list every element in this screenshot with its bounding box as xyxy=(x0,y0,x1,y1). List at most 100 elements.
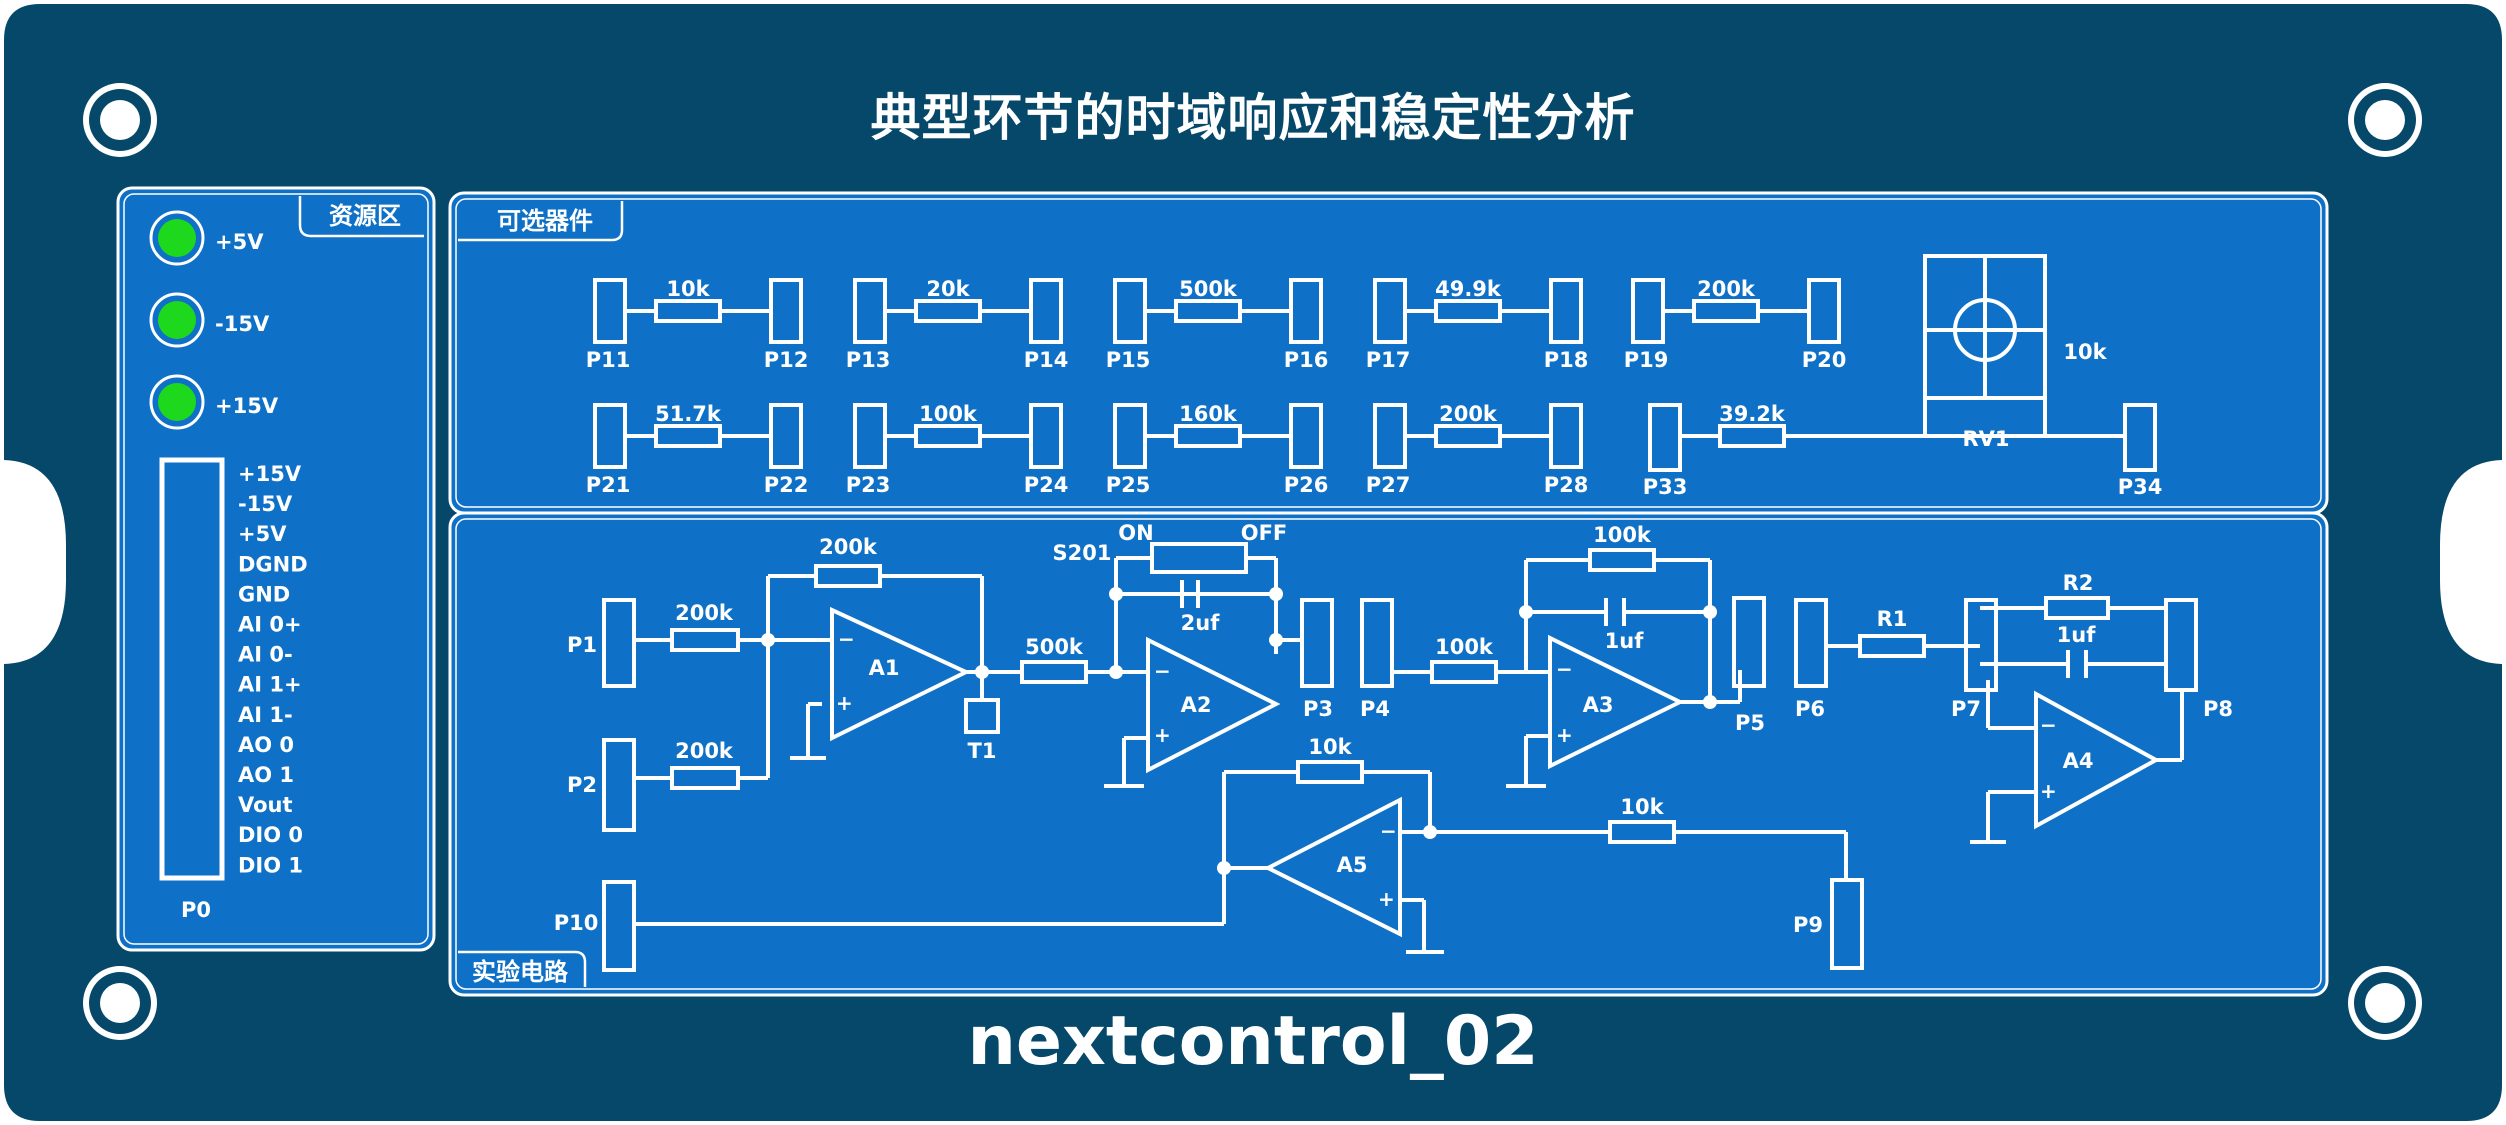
circuit-capacitors xyxy=(1180,580,2088,678)
resistor-value: 200k xyxy=(675,601,734,625)
port-label: P11 xyxy=(586,348,631,372)
resistor-value: 500k xyxy=(1025,635,1084,659)
switch-on-label: ON xyxy=(1118,521,1153,545)
pin-label: AI 0- xyxy=(238,643,293,667)
port-p3[interactable] xyxy=(1300,598,1334,688)
resource-tag: 资源区 xyxy=(329,202,401,230)
capacitor-value: 1uf xyxy=(2057,623,2097,647)
port-p9[interactable] xyxy=(1830,878,1864,970)
resistor-value: 51.7k xyxy=(655,402,722,426)
pin-label: Vout xyxy=(238,793,293,817)
port-label: P27 xyxy=(1366,473,1411,497)
port-p6[interactable] xyxy=(1794,598,1828,688)
junction-dots xyxy=(761,587,1717,875)
resistor-value: 500k xyxy=(1179,277,1238,301)
port-label: P2 xyxy=(567,773,597,797)
opamp-pin-signs: −+ −+ −+ −+ −+ xyxy=(836,627,2057,911)
port-label: P25 xyxy=(1106,473,1151,497)
resistor-value: 100k xyxy=(1593,523,1652,547)
port-p5[interactable] xyxy=(1732,596,1766,688)
opamp-a4 xyxy=(2034,690,2161,830)
pin-label: AI 1- xyxy=(238,703,293,727)
resistor-value: R1 xyxy=(1877,607,1908,631)
optional-tag: 可选器件 xyxy=(497,207,593,235)
svg-text:−: − xyxy=(1556,657,1573,681)
capacitor-value: 2uf xyxy=(1181,611,1221,635)
switch-s201[interactable] xyxy=(1150,542,1248,574)
resistor-value: 49.9k xyxy=(1435,277,1502,301)
pin-label: GND xyxy=(238,582,290,606)
port-label: P15 xyxy=(1106,348,1151,372)
brand-logo: nextcontrol_02 xyxy=(967,1002,1539,1081)
led-label: -15V xyxy=(215,312,270,336)
pin-label: DIO 1 xyxy=(238,853,303,877)
pin-label: AI 0+ xyxy=(238,613,302,637)
svg-text:−: − xyxy=(838,627,855,651)
led-15v xyxy=(149,374,205,430)
port-label: P18 xyxy=(1544,348,1589,372)
svg-text:−: − xyxy=(2040,713,2057,737)
board-title: 典型环节的时域响应和稳定性分析 xyxy=(870,89,1636,147)
svg-text:+: + xyxy=(1378,887,1395,911)
pin-label: +15V xyxy=(238,462,302,486)
port-label: P6 xyxy=(1795,697,1825,721)
svg-text:+: + xyxy=(1556,723,1573,747)
port-p4[interactable] xyxy=(1360,598,1394,688)
pin-label: AO 0 xyxy=(238,733,294,757)
port-label: P10 xyxy=(554,911,599,935)
connector-p0[interactable] xyxy=(159,457,225,881)
testpoint-label: T1 xyxy=(968,739,997,763)
port-label: P26 xyxy=(1284,473,1329,497)
mounting-hole-tl xyxy=(83,83,157,157)
svg-text:+: + xyxy=(1154,723,1171,747)
led-label: +15V xyxy=(215,394,279,418)
resource-panel xyxy=(116,186,436,952)
resistor-value: 200k xyxy=(819,535,878,559)
opamp-label: A5 xyxy=(1337,853,1368,877)
mounting-hole-tr xyxy=(2348,83,2422,157)
opamp-label: A2 xyxy=(1181,693,1212,717)
pin-label: DGND xyxy=(238,552,308,576)
port-label: P13 xyxy=(846,348,891,372)
port-label: P33 xyxy=(1643,475,1688,499)
pin-label: -15V xyxy=(238,492,293,516)
opamp-label: A1 xyxy=(869,656,900,680)
port-label: P3 xyxy=(1303,697,1333,721)
resistor-value: 39.2k xyxy=(1719,402,1786,426)
port-label: P7 xyxy=(1951,697,1981,721)
resistor-value: 100k xyxy=(1435,635,1494,659)
led-5v xyxy=(149,210,205,266)
port-label: P12 xyxy=(764,348,809,372)
port-label: P24 xyxy=(1024,473,1069,497)
port-p8[interactable] xyxy=(2164,598,2198,692)
svg-text:+: + xyxy=(836,691,853,715)
port-label: P20 xyxy=(1802,348,1847,372)
circuit-resistors xyxy=(670,542,2110,844)
switch-label: S201 xyxy=(1053,541,1112,565)
port-label: P23 xyxy=(846,473,891,497)
pin-label: DIO 0 xyxy=(238,823,303,847)
port-p1[interactable] xyxy=(602,598,636,688)
port-p7[interactable] xyxy=(1964,598,1998,692)
pot-value: 10k xyxy=(2063,340,2107,364)
port-label: P16 xyxy=(1284,348,1329,372)
capacitor-value: 1uf xyxy=(1605,629,1645,653)
resistor-value: 160k xyxy=(1179,402,1238,426)
port-label: P14 xyxy=(1024,348,1069,372)
port-label: P17 xyxy=(1366,348,1411,372)
resistor-value: 10k xyxy=(1620,795,1664,819)
port-label: P5 xyxy=(1735,711,1765,735)
mounting-hole-bl xyxy=(83,966,157,1040)
resistor-value: R2 xyxy=(2063,571,2094,595)
opamp-label: A3 xyxy=(1583,693,1614,717)
port-label: P28 xyxy=(1544,473,1589,497)
mounting-hole-br xyxy=(2348,966,2422,1040)
port-p34[interactable] xyxy=(2123,403,2157,472)
port-label: P34 xyxy=(2118,475,2163,499)
svg-text:+: + xyxy=(2040,779,2057,803)
testpoint-t1[interactable] xyxy=(964,698,1000,734)
port-label: P22 xyxy=(764,473,809,497)
port-label: P1 xyxy=(567,633,597,657)
port-p2[interactable] xyxy=(602,738,636,832)
port-p10[interactable] xyxy=(602,880,636,972)
